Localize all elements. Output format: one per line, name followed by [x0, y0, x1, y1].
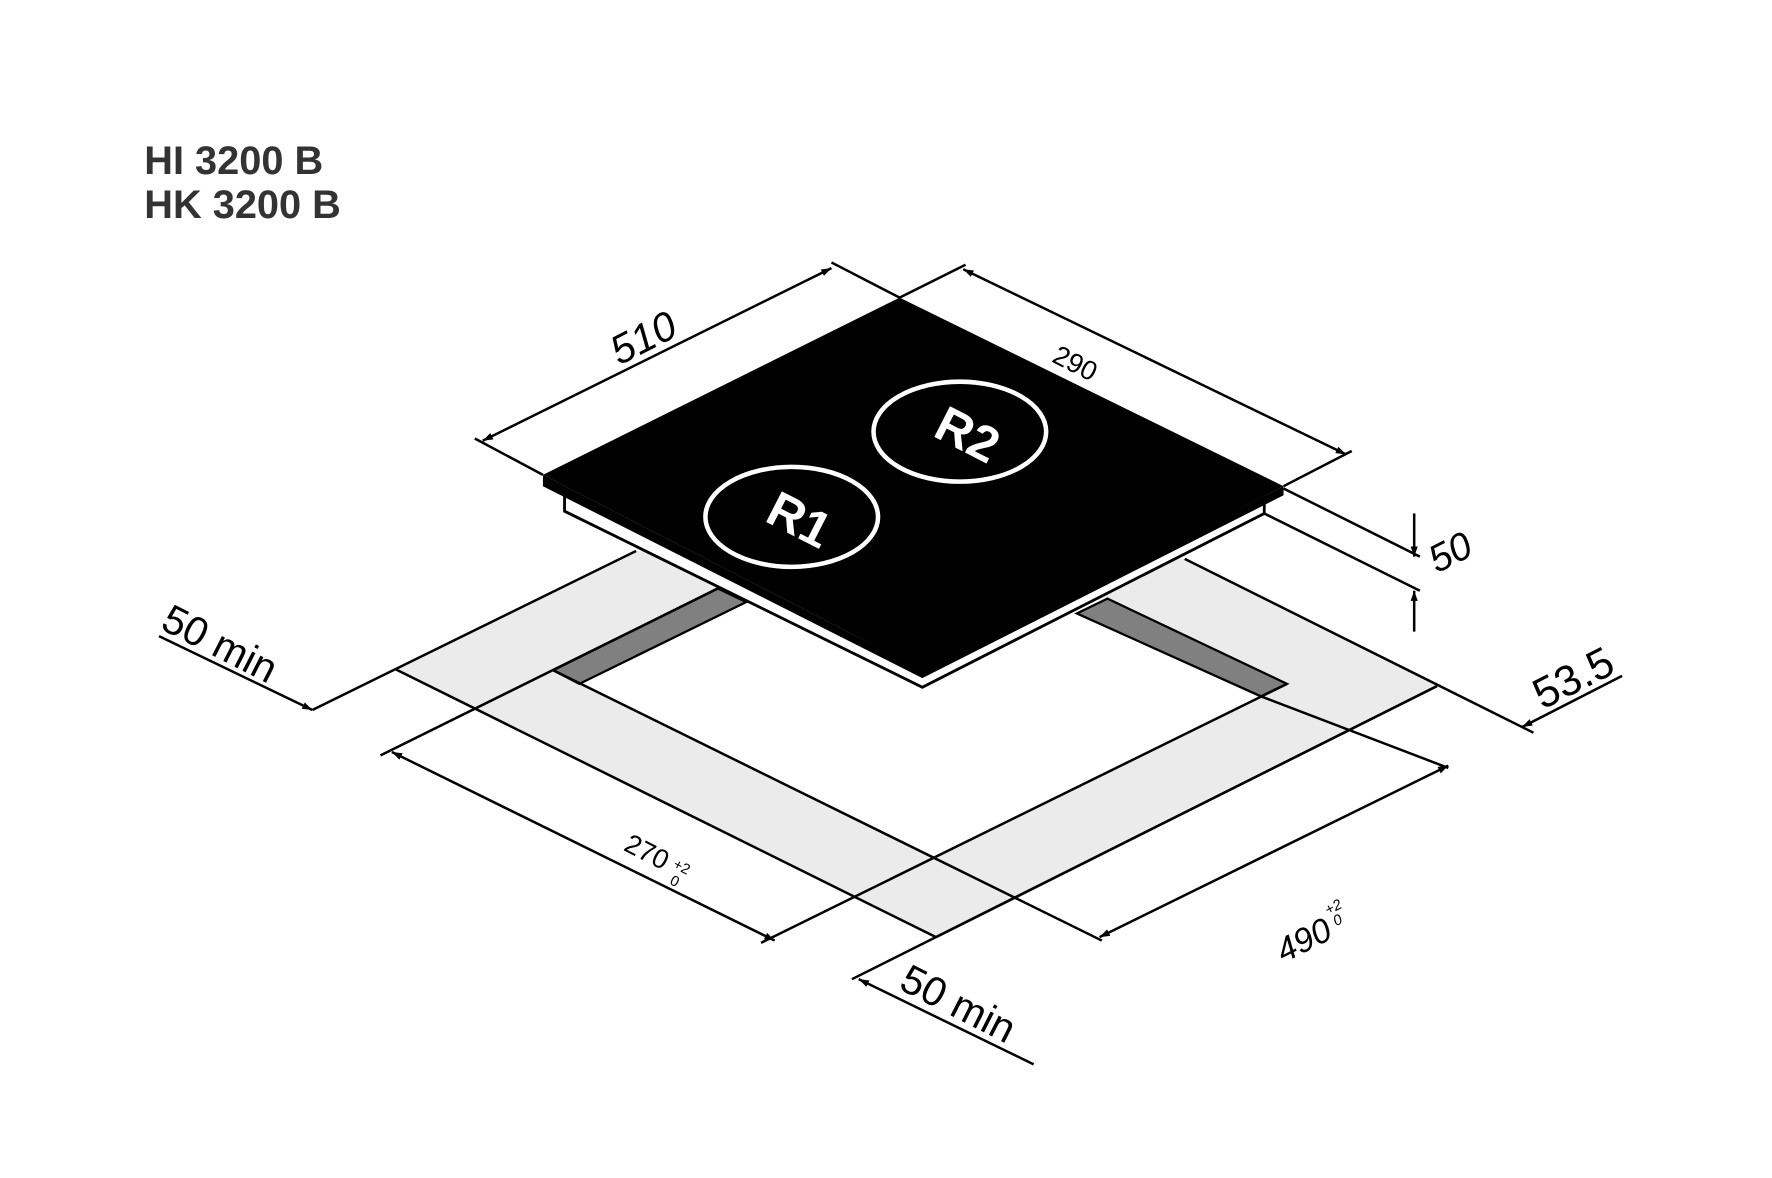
dim-bottom-clearance: 50 min — [893, 955, 1023, 1052]
model-name-2: HK 3200 B — [144, 183, 341, 227]
tolerance-plus: +2 — [1322, 897, 1344, 919]
dim-edge-offset: 53.5 — [1525, 638, 1622, 719]
clearance-frame — [395, 511, 1437, 938]
tolerance-minus: 0 — [667, 873, 682, 891]
dimension-lines — [158, 261, 1623, 1066]
model-name-1: HI 3200 B — [144, 139, 323, 183]
tolerance-plus: +2 — [670, 857, 692, 879]
dim-height: 50 — [1421, 524, 1479, 582]
dim-width-top: 510 — [602, 302, 684, 374]
tolerance-minus: 0 — [1331, 912, 1346, 930]
dim-left-clearance: 50 min — [155, 595, 285, 692]
dim-cutout-width: 490 +2 0 — [1270, 897, 1346, 971]
dim-value: 490 — [1270, 911, 1338, 971]
